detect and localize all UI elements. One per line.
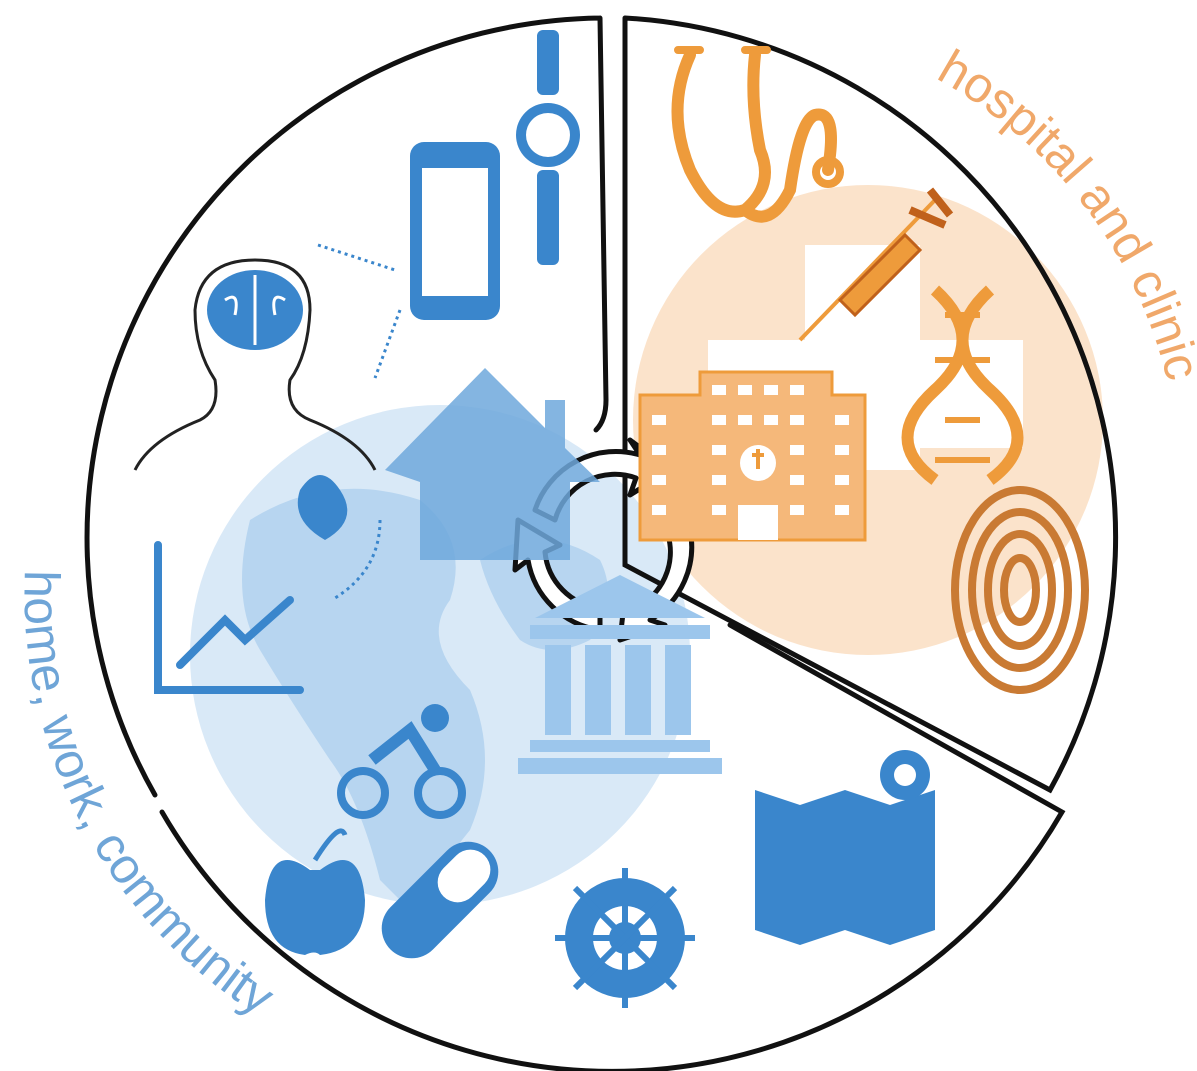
government-building-icon [518, 575, 722, 774]
stethoscope-icon [671, 46, 844, 223]
trend-chart-icon [154, 541, 304, 694]
pie-segment-top-right [622, 15, 1119, 794]
cyclist-icon [337, 704, 466, 819]
fingerprint-icon [951, 486, 1089, 694]
dna-icon [901, 285, 1024, 485]
apple-icon [265, 828, 365, 955]
house-icon [385, 368, 600, 560]
virus-icon [555, 868, 695, 1008]
smartwatch-icon [516, 30, 580, 265]
smartphone-icon [410, 142, 500, 320]
hospital-building-icon [638, 370, 867, 542]
pill-icon [381, 841, 499, 959]
heart-icon [297, 475, 348, 540]
map-pin-icon [755, 750, 935, 945]
syringe-icon [798, 187, 954, 342]
dotted-connectors [317, 243, 402, 600]
pie-outline [84, 15, 1119, 1071]
pie-segment-bottom [159, 622, 1066, 1071]
pie-segment-top-left [84, 15, 609, 798]
human-brain-icon [133, 258, 377, 471]
